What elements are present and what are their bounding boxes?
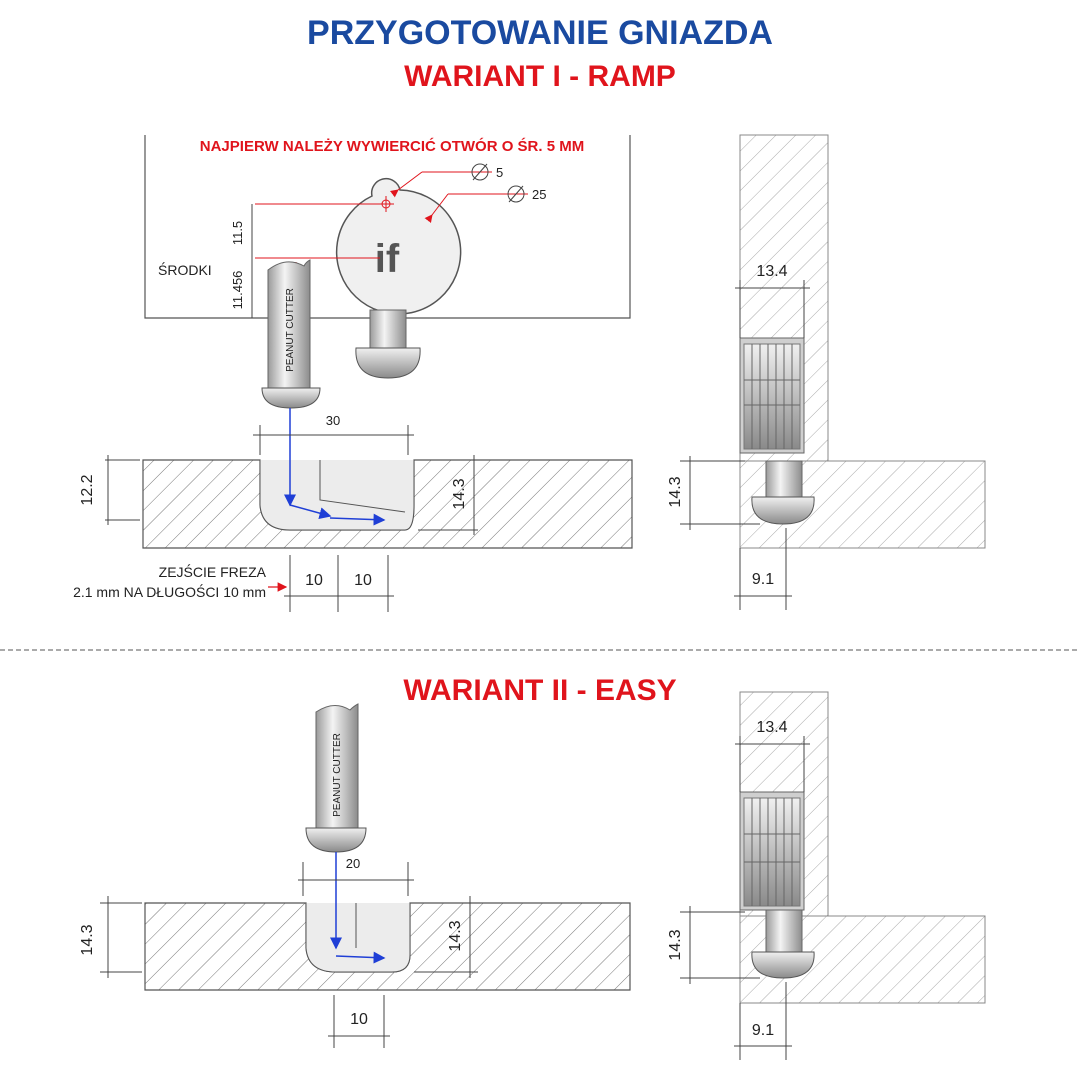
dim-12-2: 12.2: [79, 474, 96, 505]
side1-dim-14-3: 14.3: [667, 476, 684, 507]
side1-dim-13-4: 13.4: [756, 263, 787, 280]
variant1-section-view: 30 12.2 14.3 10 10 ZEJŚCIE FREZA 2.1 mm …: [73, 408, 633, 612]
page-title: PRZYGOTOWANIE GNIAZDA: [307, 14, 773, 52]
variant2-section-view: 20 14.3 14.3 10: [79, 852, 631, 1048]
side2-dim-14-3: 14.3: [667, 929, 684, 960]
dim-11-5: 11.5: [230, 221, 245, 245]
dim-11-456: 11.456: [230, 271, 245, 310]
dim-10-a: 10: [305, 572, 323, 589]
peanut-cutter-2: PEANUT CUTTER: [305, 703, 367, 853]
dim-30: 30: [326, 413, 340, 428]
dim-14-3-right: 14.3: [447, 920, 464, 951]
drill-instruction: NAJPIERW NALEŻY WYWIERCIĆ OTWÓR O ŚR. 5 …: [200, 137, 584, 155]
side2-dim-13-4: 13.4: [756, 719, 787, 736]
diameter-5: 5: [496, 165, 503, 180]
variant1-title: WARIANT I - RAMP: [404, 60, 676, 93]
diameter-25: 25: [532, 187, 546, 202]
variant2-side-view: 13.4 14.3 9.1: [667, 691, 986, 1060]
variant2-title: WARIANT II - EASY: [403, 674, 677, 707]
cutter-note-line1: ZEJŚCIE FREZA: [159, 563, 267, 580]
cutter-note-line2: 2.1 mm NA DŁUGOŚCI 10 mm: [73, 583, 266, 600]
side1-dim-9-1: 9.1: [752, 571, 774, 588]
side2-dim-9-1: 9.1: [752, 1022, 774, 1039]
cutter-1-label: PEANUT CUTTER: [285, 288, 296, 372]
dim-20: 20: [346, 856, 360, 871]
dim-14-3: 14.3: [451, 478, 468, 509]
dim-14-3-left: 14.3: [79, 924, 96, 955]
connector-logo: if: [375, 237, 400, 281]
dim-10: 10: [350, 1011, 368, 1028]
dim-10-b: 10: [354, 572, 372, 589]
variant1-top-view: NAJPIERW NALEŻY WYWIERCIĆ OTWÓR O ŚR. 5 …: [144, 135, 631, 379]
connector-head: if: [335, 178, 462, 379]
peanut-cutter-1: PEANUT CUTTER: [261, 259, 321, 409]
centers-label: ŚRODKI: [158, 261, 212, 278]
cutter-2-label: PEANUT CUTTER: [332, 733, 343, 817]
variant1-side-view: 13.4 14.3 9.1: [667, 134, 986, 610]
